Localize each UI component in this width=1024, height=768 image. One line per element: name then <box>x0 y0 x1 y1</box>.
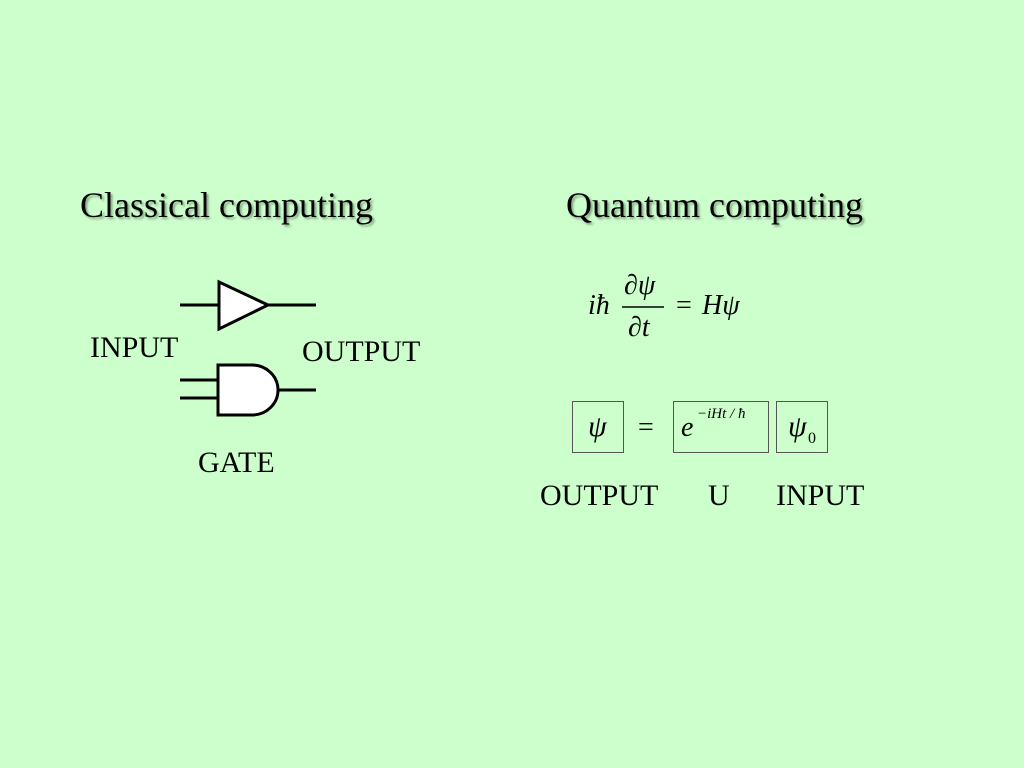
psi0-symbol: ψ <box>788 410 807 443</box>
eq-partial-t: ∂t <box>628 312 650 343</box>
psi0-box <box>776 401 828 453</box>
psi-box <box>572 401 624 453</box>
heading-classical: Classical computing <box>80 185 373 225</box>
quantum-u-label: U <box>708 479 730 512</box>
eq-equals: = <box>676 290 692 321</box>
psi0-subscript: 0 <box>808 430 816 447</box>
classical-output-label: OUTPUT <box>302 335 421 368</box>
classical-gate-label: GATE <box>198 446 275 479</box>
heading-quantum: Quantum computing <box>566 185 863 225</box>
psi-symbol: ψ <box>588 410 607 443</box>
classical-input-label: INPUT <box>90 331 179 364</box>
eq-h-psi: Hψ <box>702 290 740 321</box>
quantum-output-label: OUTPUT <box>540 479 659 512</box>
evolution-equals: = <box>638 412 654 443</box>
eq-i-hbar: iħ <box>588 290 610 321</box>
eq-partial-psi: ∂ψ <box>624 270 656 301</box>
exp-base: e <box>681 412 694 443</box>
unitary-box <box>673 401 769 453</box>
exp-power: −iHt / ħ <box>697 406 746 422</box>
quantum-input-label: INPUT <box>776 479 865 512</box>
